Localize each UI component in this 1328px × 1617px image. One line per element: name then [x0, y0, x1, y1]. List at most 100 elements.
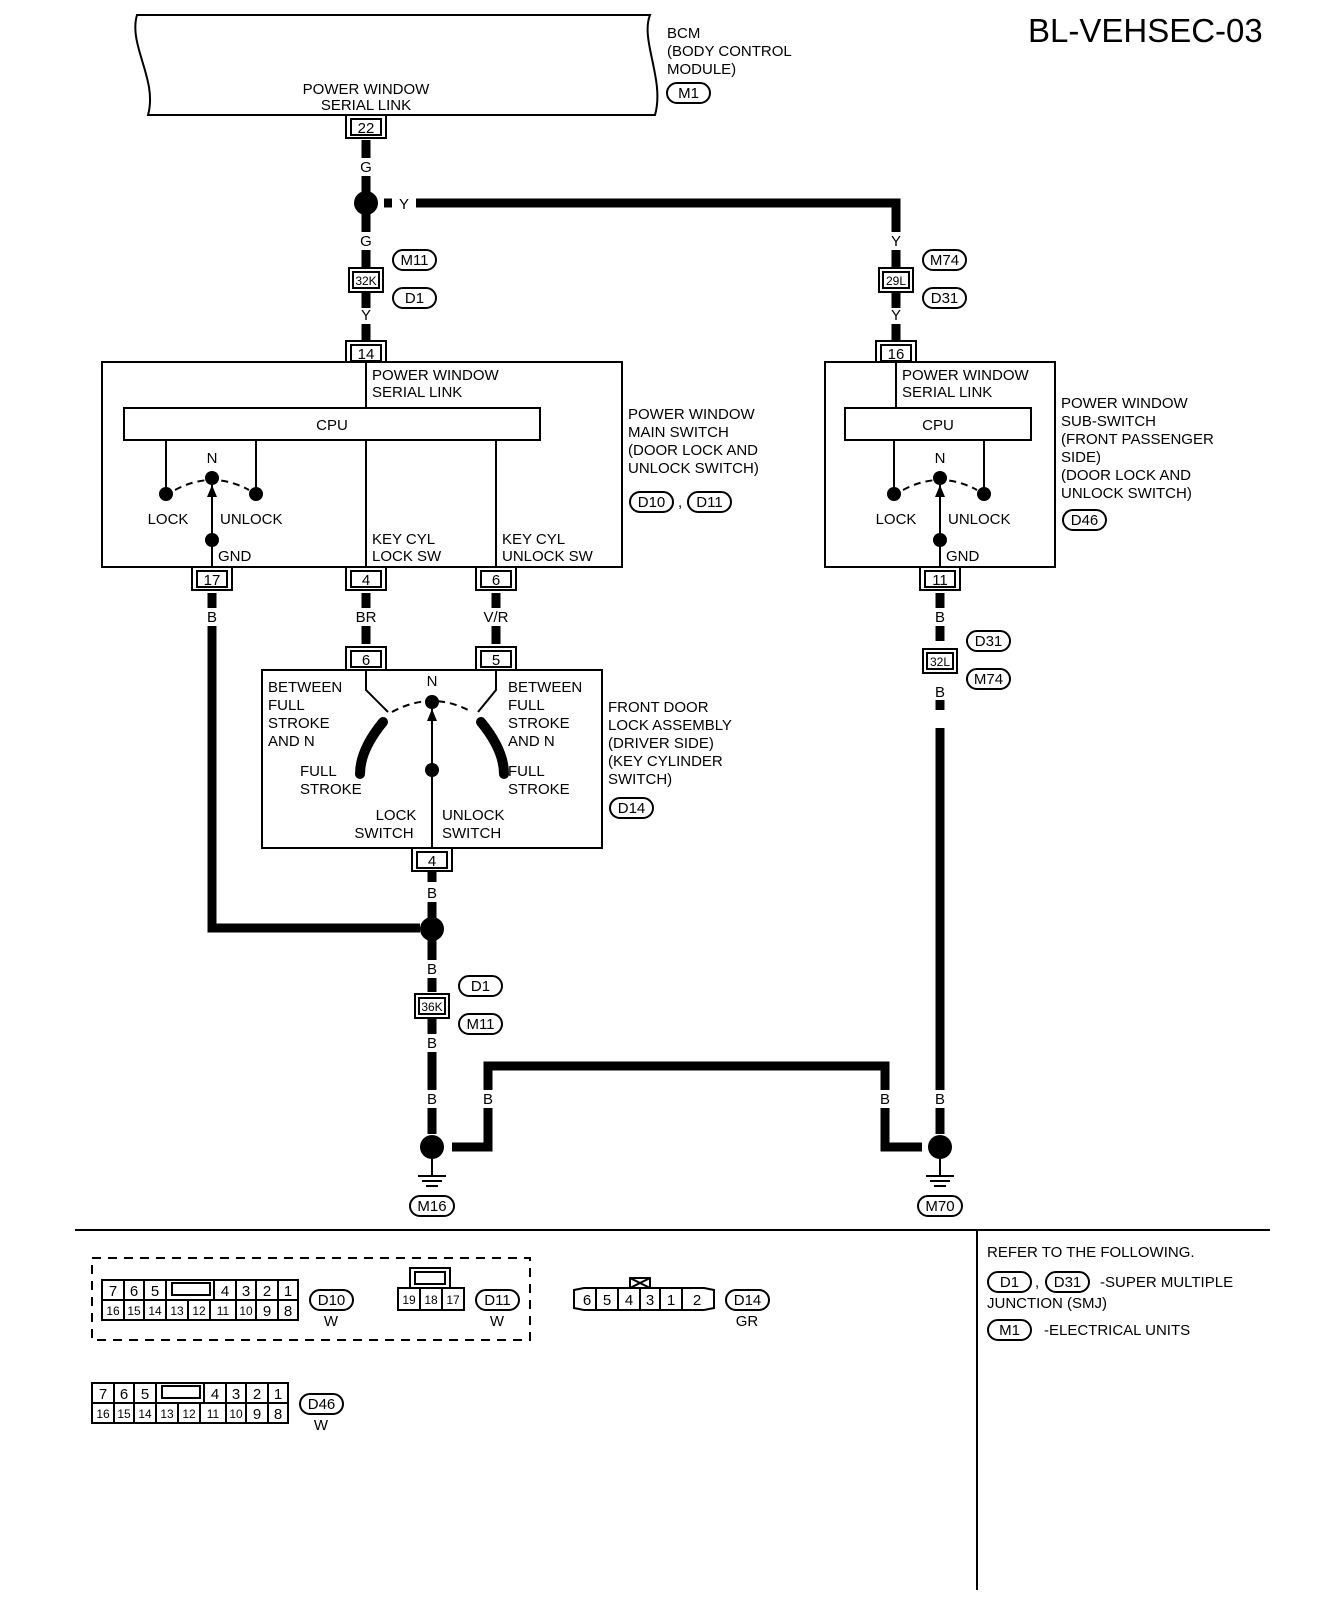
svg-text:D10: D10	[318, 1292, 346, 1309]
svg-text:KEY CYL: KEY CYL	[372, 531, 435, 548]
svg-text:32L: 32L	[930, 655, 950, 669]
svg-text:16: 16	[96, 1407, 110, 1421]
door-lock-assembly: 6 5 N BETWEEN FULL STROKE AND N BETWEEN …	[261, 646, 732, 872]
svg-text:14: 14	[138, 1407, 152, 1421]
svg-text:5: 5	[151, 1283, 159, 1300]
svg-text:12: 12	[192, 1304, 206, 1318]
svg-text:B: B	[483, 1091, 493, 1108]
svg-text:W: W	[314, 1417, 329, 1434]
svg-text:M11: M11	[400, 252, 428, 269]
svg-text:16: 16	[888, 346, 905, 363]
svg-text:CPU: CPU	[922, 417, 954, 434]
svg-text:19: 19	[402, 1293, 416, 1307]
diagram-id: BL-VEHSEC-03	[1028, 12, 1263, 49]
svg-text:SWITCH: SWITCH	[354, 825, 413, 842]
ground-m16: M16	[409, 1159, 455, 1217]
svg-text:12: 12	[182, 1407, 196, 1421]
svg-text:4: 4	[428, 853, 436, 870]
svg-text:13: 13	[160, 1407, 174, 1421]
svg-text:32K: 32K	[355, 274, 376, 288]
svg-text:FULL: FULL	[508, 697, 545, 714]
svg-text:D11: D11	[484, 1292, 510, 1309]
svg-text:STROKE: STROKE	[508, 715, 570, 732]
svg-text:-ELECTRICAL UNITS: -ELECTRICAL UNITS	[1044, 1322, 1190, 1339]
svg-text:15: 15	[117, 1407, 131, 1421]
svg-text:11: 11	[932, 572, 948, 589]
svg-text:W: W	[490, 1313, 505, 1330]
svg-text:UNLOCK SW: UNLOCK SW	[502, 548, 594, 565]
svg-text:LOCK: LOCK	[376, 807, 417, 824]
svg-text:B: B	[427, 961, 437, 978]
svg-text:B: B	[207, 609, 217, 626]
svg-text:POWER WINDOW: POWER WINDOW	[628, 406, 755, 423]
svg-text:2: 2	[253, 1386, 261, 1403]
svg-text:LOCK ASSEMBLY: LOCK ASSEMBLY	[608, 717, 732, 734]
svg-text:3: 3	[646, 1292, 654, 1309]
connector-d14: 6 5 4 3 1 2 D14 GR	[573, 1277, 770, 1330]
svg-text:9: 9	[263, 1303, 271, 1320]
svg-text:POWER WINDOW: POWER WINDOW	[1061, 395, 1188, 412]
svg-text:M74: M74	[974, 671, 1003, 688]
svg-text:11: 11	[217, 1304, 230, 1318]
svg-text:3: 3	[242, 1283, 250, 1300]
svg-text:M74: M74	[930, 252, 959, 269]
svg-text:LOCK SW: LOCK SW	[372, 548, 442, 565]
svg-text:POWER WINDOW: POWER WINDOW	[372, 367, 499, 384]
svg-text:15: 15	[127, 1304, 141, 1318]
svg-text:MAIN SWITCH: MAIN SWITCH	[628, 424, 729, 441]
bcm-terminal-label-2: SERIAL LINK	[321, 97, 411, 114]
connector-group-frame	[91, 1257, 531, 1341]
svg-text:M70: M70	[925, 1198, 954, 1215]
svg-text:KEY CYL: KEY CYL	[502, 531, 565, 548]
bcm-ref: M1	[678, 85, 699, 102]
svg-text:STROKE: STROKE	[300, 781, 362, 798]
junction-32l: 32L D31 M74	[922, 630, 1011, 690]
svg-text:11: 11	[207, 1407, 220, 1421]
svg-text:UNLOCK: UNLOCK	[948, 511, 1011, 528]
connector-d10: 7 6 5 4 3 2 1 16 15 14 13 12 11 10 9 8 D…	[101, 1279, 354, 1330]
svg-text:18: 18	[424, 1293, 438, 1307]
svg-text:D11: D11	[696, 494, 722, 511]
svg-text:SIDE): SIDE)	[1061, 449, 1101, 466]
svg-text:D10: D10	[638, 494, 666, 511]
svg-text:Y: Y	[361, 307, 371, 324]
bcm-pin-22: 22	[345, 115, 387, 139]
svg-text:10: 10	[229, 1407, 243, 1421]
svg-text:B: B	[427, 1035, 437, 1052]
svg-text:POWER WINDOW: POWER WINDOW	[902, 367, 1029, 384]
svg-text:,: ,	[1035, 1274, 1039, 1291]
svg-text:17: 17	[204, 572, 221, 589]
svg-text:3: 3	[232, 1386, 240, 1403]
svg-text:36K: 36K	[421, 1000, 442, 1014]
ground-m70: M70	[917, 1159, 963, 1217]
svg-text:Y: Y	[891, 233, 901, 250]
svg-text:14: 14	[148, 1304, 162, 1318]
svg-text:6: 6	[362, 652, 370, 669]
svg-text:8: 8	[274, 1406, 282, 1423]
svg-text:UNLOCK SWITCH): UNLOCK SWITCH)	[1061, 485, 1192, 502]
splice-dot-ground-right	[928, 1135, 952, 1159]
svg-text:5: 5	[141, 1386, 149, 1403]
junction-36k: 36K D1 M11	[414, 975, 503, 1035]
svg-text:14: 14	[358, 346, 375, 363]
svg-text:LOCK: LOCK	[876, 511, 917, 528]
bcm-box	[134, 14, 659, 116]
svg-text:STROKE: STROKE	[508, 781, 570, 798]
svg-text:FULL: FULL	[268, 697, 305, 714]
svg-text:(FRONT PASSENGER: (FRONT PASSENGER	[1061, 431, 1214, 448]
svg-text:D14: D14	[734, 1292, 762, 1309]
svg-text:LOCK: LOCK	[148, 511, 189, 528]
splice-dot-top	[354, 191, 378, 215]
svg-text:UNLOCK: UNLOCK	[442, 807, 505, 824]
svg-text:UNLOCK: UNLOCK	[220, 511, 283, 528]
svg-text:B: B	[427, 885, 437, 902]
svg-text:10: 10	[239, 1304, 253, 1318]
legend: REFER TO THE FOLLOWING. D1 , D31 -SUPER …	[987, 1244, 1233, 1341]
svg-text:(DOOR LOCK AND: (DOOR LOCK AND	[628, 442, 758, 459]
main-switch: 14 POWER WINDOW SERIAL LINK CPU KEY CYL …	[101, 340, 759, 591]
svg-text:Y: Y	[891, 307, 901, 324]
svg-text:FRONT DOOR: FRONT DOOR	[608, 699, 709, 716]
svg-text:G: G	[360, 159, 372, 176]
svg-text:2: 2	[263, 1283, 271, 1300]
svg-text:N: N	[427, 673, 438, 690]
